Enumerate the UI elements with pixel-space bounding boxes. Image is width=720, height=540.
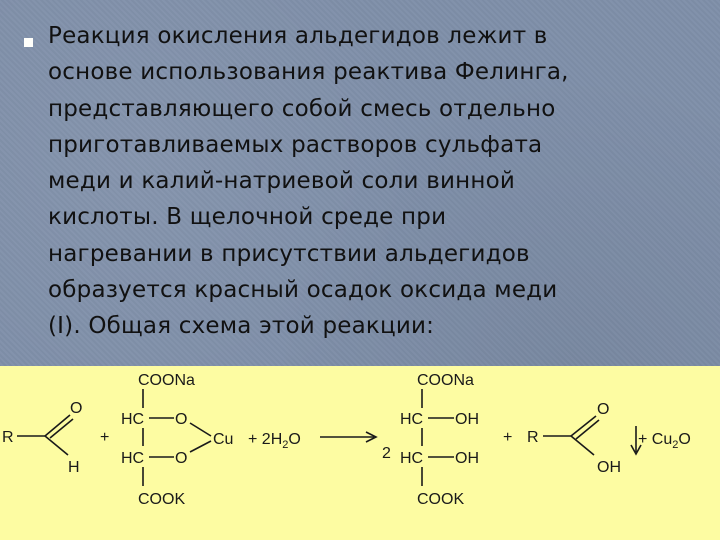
- complex-hc-bottom: HC: [121, 450, 144, 467]
- aldehyde: R O H: [2, 400, 82, 476]
- text-line: Реакция окисления альдегидов лежит в: [48, 23, 548, 49]
- acid-oh: OH: [597, 459, 621, 476]
- text-line: образуется красный осадок оксида меди: [48, 277, 558, 304]
- bond: [44, 414, 71, 437]
- water-subscript: 2: [282, 439, 288, 451]
- water-suffix: O: [288, 431, 300, 448]
- cu2o-subscript: 2: [672, 439, 678, 451]
- complex-hc-top: HC: [121, 411, 144, 428]
- reaction-scheme: R O H + COONa HC O HC O Cu COOK: [0, 366, 720, 540]
- bond: [44, 435, 69, 456]
- aldehyde-o: O: [70, 400, 82, 417]
- text-line: основе использования реактива Фелинга,: [48, 59, 569, 86]
- text-line: нагревании в присутствии альдегидов: [48, 240, 530, 267]
- bond: [189, 440, 212, 453]
- tartrate-oh-top: OH: [455, 411, 479, 428]
- precipitate-arrow-head: [630, 444, 642, 456]
- bond: [575, 419, 600, 440]
- tartrate-hc-top: HC: [400, 411, 423, 428]
- complex-cu: Cu: [213, 431, 233, 448]
- svg-text:+ 2H2O: + 2H2O: [248, 431, 301, 451]
- text-line: меди и калий-натриевой соли винной: [48, 168, 515, 195]
- tartrate-coona: COONa: [417, 372, 474, 389]
- cu2o-o: O: [678, 431, 690, 448]
- svg-text:+ Cu2O: + Cu2O: [638, 431, 691, 451]
- bond: [570, 435, 595, 456]
- text-line: представляющего собой смесь отдельно: [48, 95, 556, 122]
- complex-o-bottom: O: [175, 450, 187, 467]
- tartrate: COONa HC OH HC OH COOK: [400, 372, 479, 508]
- aldehyde-h: H: [68, 459, 80, 476]
- bond: [570, 415, 597, 437]
- text-line: (I). Общая схема этой реакции:: [48, 313, 435, 340]
- bond: [189, 422, 212, 437]
- slide-body-text: Реакция окисления альдегидов лежит в осн…: [48, 18, 708, 345]
- complex-cook: COOK: [138, 491, 185, 508]
- complex-o-top: O: [175, 411, 187, 428]
- bond: [49, 418, 74, 439]
- aldehyde-r: R: [2, 429, 14, 446]
- water-prefix: + 2H: [248, 431, 282, 448]
- reaction-scheme-svg: R O H + COONa HC O HC O Cu COOK: [2, 372, 691, 508]
- plus-sign: +: [100, 429, 109, 446]
- copper-tartrate-complex: COONa HC O HC O Cu COOK: [121, 372, 233, 508]
- cu2o-prefix: + Cu: [638, 431, 672, 448]
- tartrate-oh-bottom: OH: [455, 450, 479, 467]
- carboxylic-acid: R O OH: [527, 401, 621, 476]
- tartrate-hc-bottom: HC: [400, 450, 423, 467]
- reaction-arrow: [320, 431, 378, 443]
- text-line: кислоты. В щелочной среде при: [48, 204, 447, 231]
- precipitate: + Cu2O: [630, 426, 691, 456]
- acid-r: R: [527, 429, 539, 446]
- complex-coona: COONa: [138, 372, 195, 389]
- arrow-head: [365, 431, 378, 443]
- bullet-square: [24, 38, 33, 47]
- water-term: + 2H2O: [248, 431, 301, 451]
- coefficient: 2: [382, 445, 391, 462]
- tartrate-cook: COOK: [417, 491, 464, 508]
- text-line: приготавливаемых растворов сульфата: [48, 131, 543, 158]
- plus-sign: +: [503, 429, 512, 446]
- acid-o: O: [597, 401, 609, 418]
